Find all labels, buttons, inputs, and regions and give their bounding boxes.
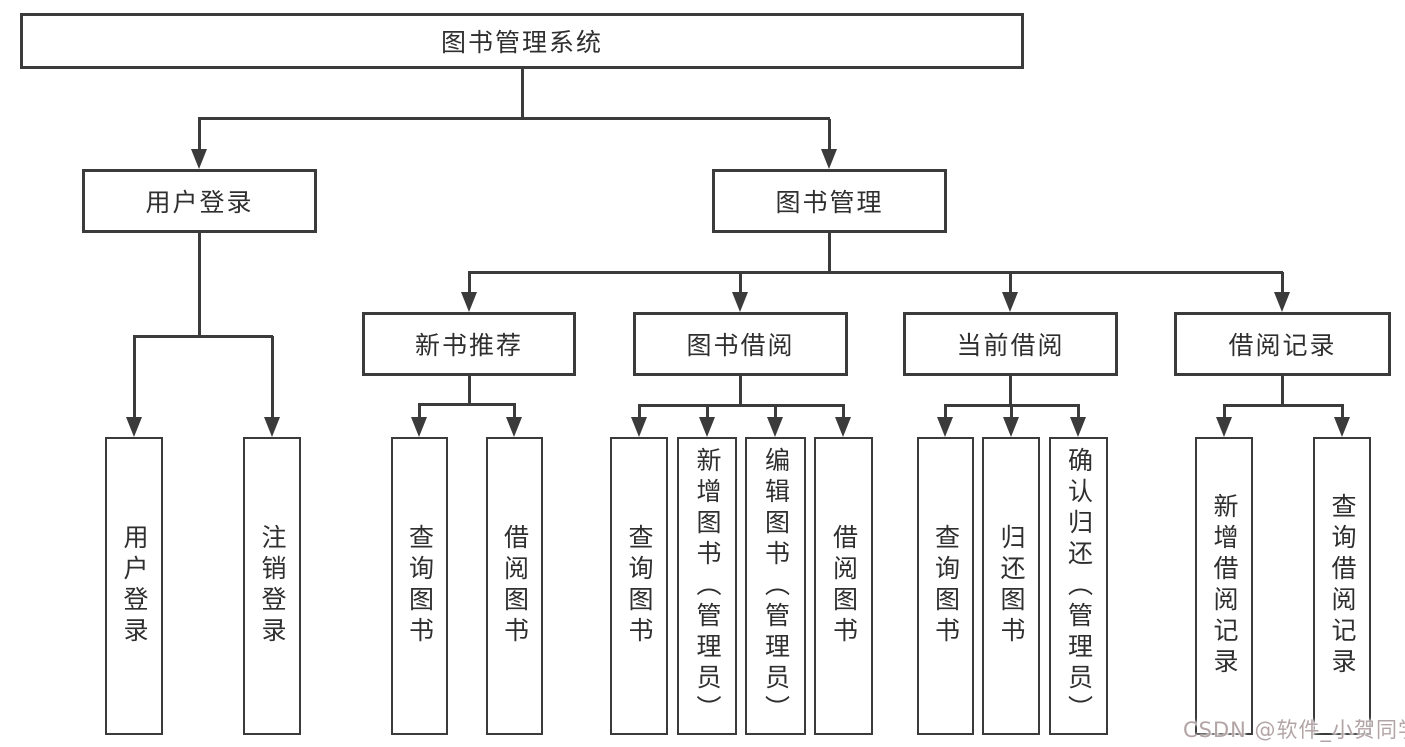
leaf-edit-books-admin: 编辑图书（管理员） [745,437,806,735]
line-h [418,403,516,406]
arrow-down [1070,417,1086,437]
line-v [706,405,709,419]
leaf-logout: 注销登录 [243,437,301,735]
node-label: 注销登录 [258,524,287,648]
arrow-down [1002,292,1018,312]
line-v [1010,405,1013,419]
line-v [1281,376,1284,406]
line-v [271,336,274,419]
line-v [1223,405,1226,419]
leaf-query-borrow-record: 查询借阅记录 [1313,437,1371,735]
leaf-confirm-return-admin: 确认归还（管理员） [1049,437,1108,735]
arrow-down [631,417,647,437]
arrow-down [264,417,280,437]
leaf-query-books-2: 查询图书 [610,437,668,735]
node-label: 查询图书 [405,524,435,648]
line-v [513,404,516,419]
line-v [774,405,777,419]
leaf-user-login: 用户登录 [105,437,163,735]
line-v [133,336,136,419]
arrow-down [699,417,715,437]
line-v [828,233,831,273]
node-label: 借阅图书 [829,524,859,648]
leaf-add-borrow-record: 新增借阅记录 [1195,437,1253,735]
line-v [1341,405,1344,419]
node-label: 图书管理 [775,188,884,217]
line-v [468,376,471,405]
line-v [1009,376,1012,406]
line-v [1281,272,1284,294]
arrow-down [732,292,748,312]
node-label: 借阅记录 [1228,331,1337,360]
line-v [521,69,524,119]
arrow-down [1003,417,1019,437]
leaf-borrow-books-2: 借阅图书 [814,437,873,735]
node-user-login: 用户登录 [82,169,317,233]
node-label: 用户登录 [145,188,254,217]
arrow-down [937,417,953,437]
arrow-down [1334,417,1350,437]
node-current-borrowing: 当前借阅 [903,312,1118,376]
node-label: 新书推荐 [414,331,523,360]
node-label: 查询图书 [625,524,654,648]
line-v [418,404,421,419]
line-v [1077,405,1080,419]
line-v [739,272,742,294]
line-h [198,117,830,120]
arrow-down [767,417,783,437]
line-h [1223,404,1344,407]
leaf-return-books: 归还图书 [982,437,1040,735]
node-book-management: 图书管理 [712,169,947,233]
line-v [198,233,201,337]
arrow-down [835,417,851,437]
node-label: 当前借阅 [956,331,1065,360]
node-book-borrowing: 图书借阅 [633,312,848,376]
node-label: 新增图书（管理员） [693,446,722,726]
leaf-query-books-3: 查询图书 [917,437,974,735]
node-label: 编辑图书（管理员） [761,446,791,726]
line-v [944,405,947,419]
node-label: 确认归还（管理员） [1064,446,1094,726]
leaf-add-books-admin: 新增图书（管理员） [677,437,737,735]
line-v [468,272,471,294]
line-h [468,271,1283,274]
node-label: 查询图书 [931,524,961,648]
line-v [638,405,641,419]
node-label: 查询借阅记录 [1328,493,1357,679]
node-label: 用户登录 [120,524,149,648]
node-new-book-recommend: 新书推荐 [362,312,576,376]
line-v [842,405,845,419]
leaf-query-books-1: 查询图书 [391,437,448,735]
leaf-borrow-books-1: 借阅图书 [486,437,543,735]
line-v [1009,272,1012,294]
line-v [828,119,831,151]
node-label: 新增借阅记录 [1210,493,1239,679]
node-label: 图书管理系统 [440,28,603,57]
arrow-down [506,417,522,437]
arrow-down [1216,417,1232,437]
arrow-down [411,417,427,437]
line-h [133,335,273,338]
arrow-down [821,149,837,169]
csdn-watermark: CSDN @软件_小贺同学 [1183,718,1405,742]
line-v [198,119,201,151]
arrow-down [461,292,477,312]
node-borrowing-records: 借阅记录 [1174,312,1391,376]
node-label: 借阅图书 [500,524,530,648]
arrow-down [126,417,142,437]
arrow-down [191,149,207,169]
node-label: 归还图书 [997,524,1026,648]
node-root-system: 图书管理系统 [20,13,1024,69]
line-v [739,376,742,406]
node-label: 图书借阅 [686,331,795,360]
line-h [638,404,845,407]
arrow-down [1274,292,1290,312]
